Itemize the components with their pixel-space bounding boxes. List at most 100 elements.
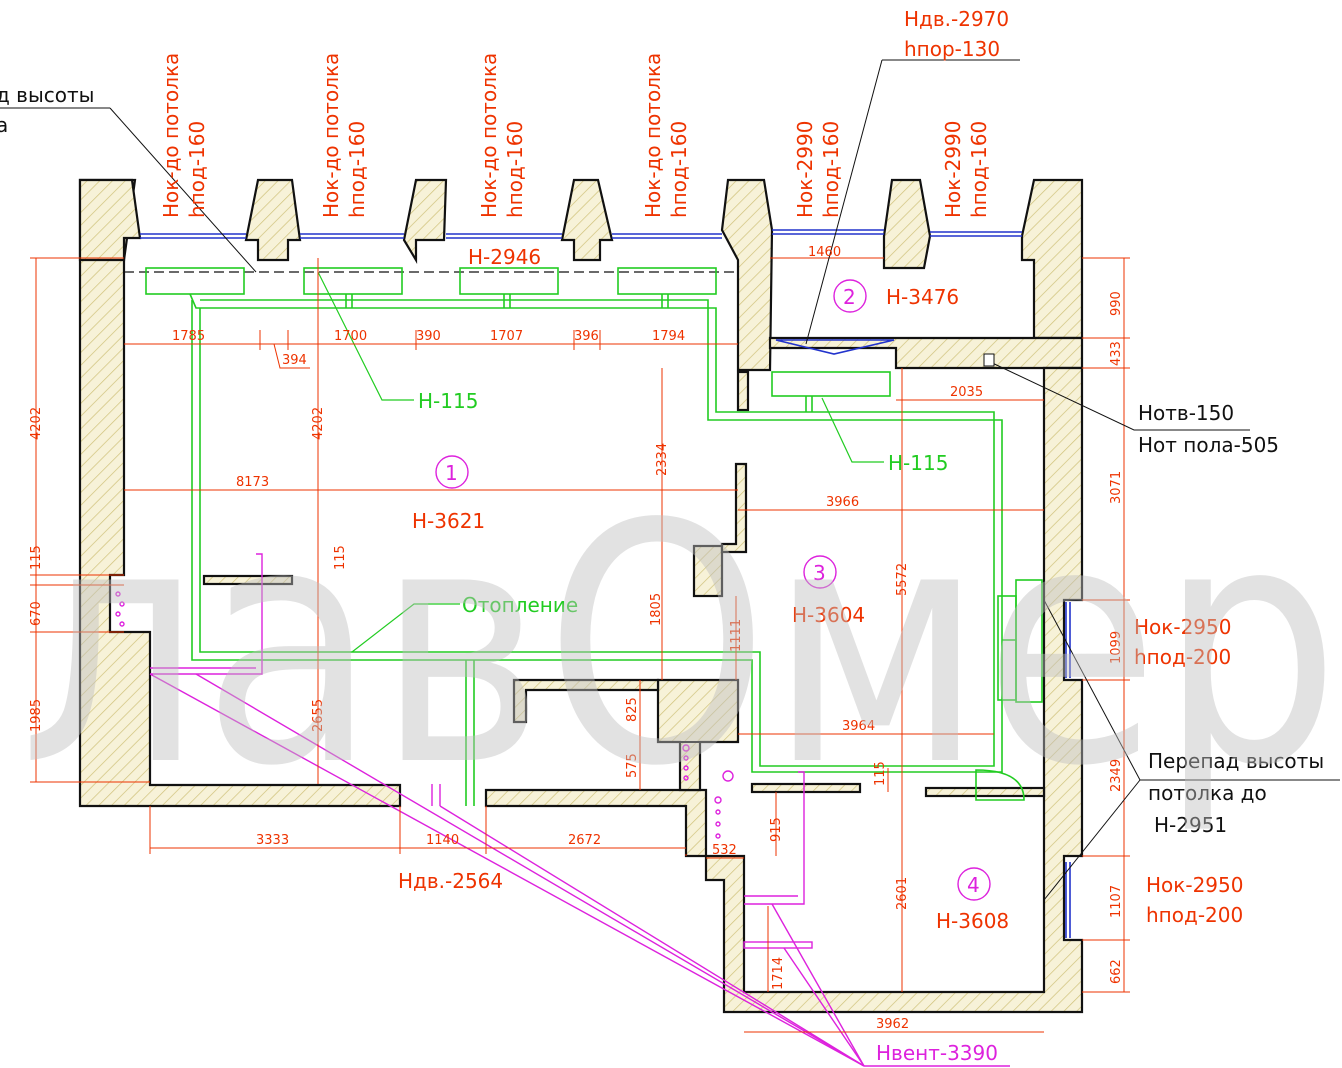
window-right-2-label-b: hпод-200 (1146, 903, 1243, 927)
wall-partition-right (924, 786, 1046, 798)
wall-pier-2 (402, 178, 448, 264)
dim-3333: 3333 (256, 833, 289, 848)
window-4-label-a: Нок-до потолка (641, 53, 665, 218)
door-bottom-label: Hдв.-2564 (398, 869, 503, 893)
room-3-height: H-3604 (792, 603, 865, 627)
radiator-5 (771, 371, 891, 397)
radiator-4 (617, 267, 717, 295)
wall-top-right-corner (1020, 178, 1084, 340)
dim-8173: 8173 (236, 475, 269, 490)
dimension-lines (30, 257, 1130, 1033)
wall-pier-5 (882, 178, 932, 270)
window-right-1-label-b: hпод-200 (1134, 645, 1231, 669)
texts: Нок-до потолка hпод-160 Нок-до потолка h… (0, 7, 1324, 1065)
room-4-number: 4 (967, 873, 980, 897)
dim-915: 915 (769, 817, 784, 842)
dim-115-right: 115 (873, 761, 888, 786)
dim-1460: 1460 (808, 245, 841, 260)
heating-system (145, 267, 1043, 806)
wall-partition-lower (750, 782, 862, 794)
dim-2334: 2334 (655, 443, 670, 476)
dim-1700: 1700 (334, 329, 367, 344)
dim-396: 396 (574, 329, 599, 344)
interior-lines (486, 680, 739, 791)
window-1-label-a: Нок-до потолка (159, 53, 183, 218)
dim-1107: 1107 (1109, 885, 1124, 918)
dim-4202-mid: 4202 (311, 407, 326, 440)
dim-2655: 2655 (311, 699, 326, 732)
room-1-height: H-3621 (412, 509, 485, 533)
wall-partition-left (202, 574, 294, 586)
dim-3962: 3962 (876, 1017, 909, 1032)
dim-662: 662 (1109, 959, 1124, 984)
ceiling-strip-label: H-2946 (468, 245, 541, 269)
outlet-label-2: Нот пола-505 (1138, 433, 1279, 457)
window-1-label-b: hпод-160 (185, 121, 209, 218)
wall-column-small (692, 544, 724, 598)
dim-3071: 3071 (1109, 471, 1124, 504)
radiator-3 (459, 267, 559, 295)
wall-pier-1 (244, 178, 302, 262)
wall-partition-l (720, 462, 748, 554)
dim-433: 433 (1109, 341, 1124, 366)
window-5-label-a: Нок-2990 (793, 121, 817, 218)
left-cut-label-b: а (0, 113, 8, 137)
window-3-label-b: hпод-160 (503, 121, 527, 218)
windows (140, 229, 1071, 938)
ceiling-drop-label-b: потолка до (1148, 781, 1267, 805)
window-5-label-b: hпод-160 (819, 121, 843, 218)
wall-pier-3 (560, 178, 614, 262)
dim-575: 575 (625, 753, 640, 778)
dim-4202-left: 4202 (29, 407, 44, 440)
dim-3964: 3964 (842, 719, 875, 734)
room-1-circle (435, 455, 469, 489)
watermark: лавОмер (20, 454, 1340, 838)
outlet-label-1: Нотв-150 (1138, 401, 1234, 425)
dim-1785: 1785 (172, 329, 205, 344)
dim-990: 990 (1109, 291, 1124, 316)
dim-532: 532 (712, 843, 737, 858)
window-right-2-label-a: Нок-2950 (1146, 873, 1243, 897)
dim-115-mid: 115 (333, 545, 348, 570)
dim-394: 394 (282, 353, 307, 368)
window-3-label-a: Нок-до потолка (477, 53, 501, 218)
ceiling-drop-label-a: Перепад высоты (1148, 749, 1324, 773)
wall-partition-bathroom (512, 678, 660, 724)
dim-1707: 1707 (490, 329, 523, 344)
door-top-label-a: Hдв.-2970 (904, 7, 1009, 31)
room-2-height: H-3476 (886, 285, 959, 309)
dim-2349: 2349 (1109, 759, 1124, 792)
room-3-circle (803, 555, 837, 589)
room-2-number: 2 (843, 285, 856, 309)
dim-1794: 1794 (652, 329, 685, 344)
dim-1111: 1111 (729, 619, 744, 652)
dim-5572: 5572 (895, 563, 910, 596)
room-3-number: 3 (813, 561, 826, 585)
window-right-1-label-a: Нок-2950 (1134, 615, 1231, 639)
dim-1140: 1140 (426, 833, 459, 848)
room-circles (435, 279, 991, 901)
vent-label: Hвент-3390 (876, 1041, 998, 1065)
wall-right (484, 366, 1084, 1014)
ventilation (115, 553, 1010, 1067)
ceiling-drop-label-c: H-2951 (1154, 813, 1227, 837)
dim-3966: 3966 (826, 495, 859, 510)
window-4-label-b: hпод-160 (667, 121, 691, 218)
room-2-circle (833, 279, 867, 313)
heating-leaders (317, 271, 884, 653)
dim-1714: 1714 (771, 957, 786, 990)
dim-2035: 2035 (950, 385, 983, 400)
window-2-label-a: Нок-до потолка (319, 53, 343, 218)
door-top-label-b: hпор-130 (904, 37, 1000, 61)
walls (78, 178, 1084, 1014)
window-6-label-b: hпод-160 (967, 121, 991, 218)
dim-670: 670 (29, 601, 44, 626)
dim-115-left: 115 (29, 545, 44, 570)
wall-partition-top (736, 370, 750, 412)
radiator-1 (145, 267, 245, 295)
room-1-number: 1 (445, 461, 458, 485)
heating-label: Отопление (462, 593, 578, 617)
room-4-height: H-3608 (936, 909, 1009, 933)
left-cut-label-a: д высоты (0, 83, 94, 107)
